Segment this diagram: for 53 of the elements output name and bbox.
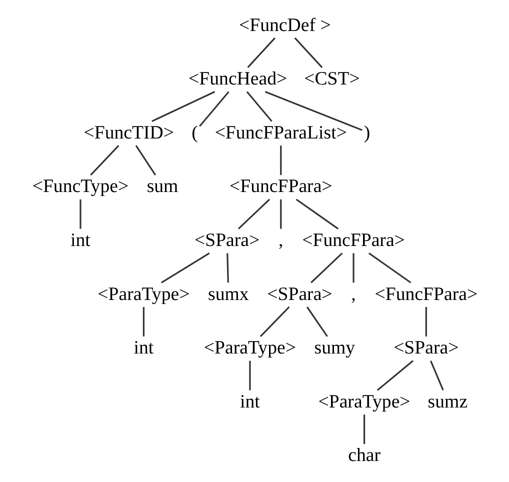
node-text: <FuncFPara> — [374, 284, 478, 305]
connector — [264, 91, 362, 131]
node-text: <FuncType> — [32, 176, 128, 198]
connector — [376, 360, 414, 391]
connector — [306, 306, 328, 337]
node-text: <FuncTID> — [83, 122, 174, 144]
node-text: int — [70, 230, 90, 251]
node-text: <FuncDef > — [238, 14, 330, 36]
node-text: <FuncFParaList> — [214, 122, 346, 144]
node-text: int — [133, 338, 154, 359]
connector — [259, 306, 290, 337]
connector — [280, 146, 282, 176]
node-text: , — [278, 230, 283, 251]
node-text: <ParaType> — [203, 338, 296, 359]
node-text: <ParaType> — [97, 284, 190, 305]
node-text: ) — [363, 122, 370, 144]
node-text: sum — [146, 176, 178, 198]
node-text: sumz — [427, 391, 468, 412]
node-text: <SPara> — [393, 338, 458, 359]
connector — [198, 91, 229, 127]
connector — [142, 307, 144, 336]
connector — [79, 199, 81, 229]
connector — [352, 253, 354, 283]
connector — [151, 91, 215, 122]
node-text: <SPara> — [194, 230, 260, 251]
node-text: <FuncFPara> — [228, 176, 332, 198]
connector — [246, 37, 276, 68]
node-text: <FuncFPara> — [302, 230, 404, 251]
node-text: sumx — [208, 284, 248, 305]
node-text: int — [240, 391, 260, 412]
node-text: , — [350, 284, 356, 305]
connector — [237, 198, 270, 230]
connector — [226, 253, 228, 283]
connector — [368, 252, 411, 284]
node-text: sumy — [314, 338, 355, 359]
node-text: ( — [191, 122, 198, 144]
connector — [280, 199, 282, 229]
node-text: <SPara> — [266, 284, 332, 305]
connector — [310, 252, 342, 284]
connector — [362, 414, 365, 444]
connector — [90, 145, 119, 176]
node-text: <FuncHead> — [188, 68, 287, 90]
connector — [246, 91, 272, 122]
connector — [160, 252, 210, 284]
connector — [294, 37, 322, 68]
node-text: <ParaType> — [318, 391, 410, 412]
connector — [248, 360, 250, 390]
connector — [134, 145, 156, 176]
connector — [429, 360, 444, 391]
connector — [424, 307, 426, 336]
node-text: char — [348, 445, 380, 466]
connector — [295, 198, 338, 230]
node-text: <CST> — [304, 68, 360, 90]
